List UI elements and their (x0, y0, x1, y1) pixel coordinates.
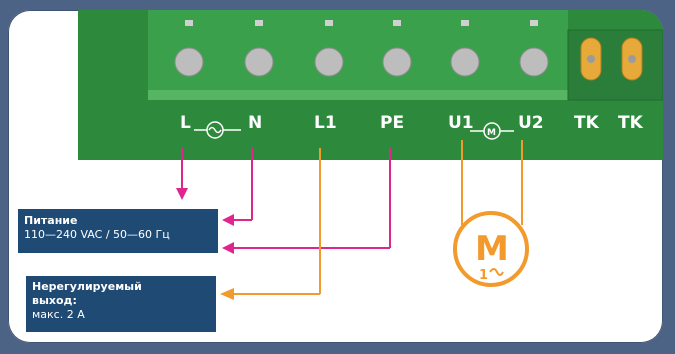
power-title: Питание (24, 214, 78, 227)
diagram-panel: L N L1 PE U1 U2 TK TK M (8, 10, 663, 343)
power-value: 110—240 VAC / 50—60 Гц (24, 227, 170, 241)
motor-icon: M 1 (453, 211, 529, 287)
terminal-label-pe: PE (380, 113, 404, 133)
screw-l (174, 47, 204, 77)
screw-l1 (314, 47, 344, 77)
svg-text:M: M (487, 128, 496, 138)
ac-source-icon (194, 121, 241, 139)
power-label-box: Питание 110—240 VAC / 50—60 Гц (18, 209, 218, 253)
screw-u1 (450, 47, 480, 77)
terminal-label-u1: U1 (448, 113, 474, 133)
terminal-label-l: L (180, 113, 191, 133)
power-arrows (176, 188, 234, 254)
terminal-label-tk2: TK (618, 113, 644, 133)
motor-phase: 1 (479, 268, 488, 283)
motor-symbol-icon: M (470, 122, 514, 140)
screw-notches (185, 20, 538, 26)
unregulated-value: макс. 2 А (32, 307, 85, 321)
motor-letter: M (475, 229, 509, 269)
output-arrow (220, 288, 234, 300)
power-wires (181, 148, 391, 249)
terminal-label-n: N (248, 113, 262, 133)
unregulated-title-line1: Нерегулируемый (32, 280, 142, 293)
screw-n (244, 47, 274, 77)
unregulated-title-line2: выход: (32, 293, 77, 307)
terminal-block (148, 10, 568, 90)
unregulated-output-box: Нерегулируемый выход: макс. 2 А (26, 276, 216, 332)
terminal-block-edge (148, 90, 568, 100)
output-wires (234, 140, 523, 295)
terminal-label-u2: U2 (518, 113, 544, 133)
terminal-label-l1: L1 (314, 113, 337, 133)
wiring-diagram: L N L1 PE U1 U2 TK TK M (78, 10, 663, 300)
screw-u2 (519, 47, 549, 77)
tk-pins (580, 37, 643, 81)
terminal-label-tk1: TK (574, 113, 600, 133)
terminal-screws (174, 47, 549, 77)
screw-pe (382, 47, 412, 77)
